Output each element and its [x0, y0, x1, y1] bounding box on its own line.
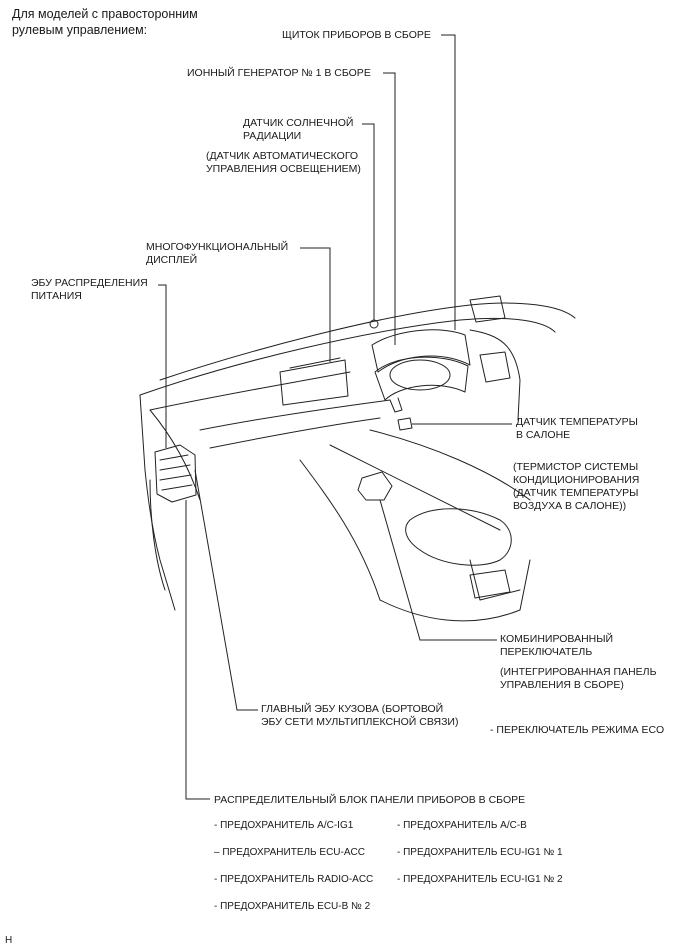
room-temp-label-line-2: В САЛОНЕ: [516, 429, 571, 441]
seat-line: [369, 429, 531, 501]
cluster-gauge: [389, 359, 451, 391]
cluster-mount: [389, 397, 403, 413]
junction-block-label: РАСПРЕДЕЛИТЕЛЬНЫЙ БЛОК ПАНЕЛИ ПРИБОРОВ В…: [214, 794, 526, 806]
corner-mark: H: [5, 935, 13, 946]
model-note: Для моделей с правосторонним рулевым упр…: [12, 6, 198, 38]
fuse-item: - ПРЕДОХРАНИТЕЛЬ A/C-B: [397, 820, 527, 831]
solar-sensor-label-line-1: ДАТЧИК СОЛНЕЧНОЙ: [243, 117, 354, 129]
junction-block-body: [154, 444, 197, 503]
seat-line-2: [149, 479, 166, 591]
eco-switch-label: - ПЕРЕКЛЮЧАТЕЛЬ РЕЖИМА ECO: [490, 724, 665, 736]
dash-lower-panel-2: [209, 417, 381, 449]
dash-top-edge: [159, 302, 576, 381]
console-left: [299, 459, 381, 601]
multi-display-label-line-2: ДИСПЛЕЙ: [146, 254, 198, 266]
room-temp-sensor-label: ДАТЧИК ТЕМПЕРАТУРЫ В САЛОНЕ: [516, 416, 638, 442]
thermistor-label-line-3: (ДАТЧИК ТЕМПЕРАТУРЫ: [513, 487, 639, 499]
console-pocket: [469, 569, 511, 599]
console-lower: [379, 559, 531, 622]
auto-light-label-line-2: УПРАВЛЕНИЯ ОСВЕЩЕНИЕМ): [206, 163, 361, 175]
fuse-item: - ПРЕДОХРАНИТЕЛЬ ECU-B № 2: [214, 901, 371, 912]
integrated-panel-label-line-2: УПРАВЛЕНИЯ В СБОРЕ): [500, 679, 624, 691]
integrated-panel-label: (ИНТЕГРИРОВАННАЯ ПАНЕЛЬ УПРАВЛЕНИЯ В СБО…: [500, 666, 656, 692]
fuse-item: - ПРЕДОХРАНИТЕЛЬ A/C-IG1: [214, 820, 354, 831]
multi-display-label: МНОГОФУНКЦИОНАЛЬНЫЙ ДИСПЛЕЙ: [146, 241, 288, 267]
integrated-panel-label-line-1: (ИНТЕГРИРОВАННАЯ ПАНЕЛЬ: [500, 666, 657, 678]
dash-lower-panel: [199, 399, 391, 431]
cluster-face: [374, 356, 469, 401]
dash-left-contour: [139, 394, 176, 611]
fuse-item: - ПРЕДОХРАНИТЕЛЬ ECU-IG1 № 1: [397, 847, 563, 858]
leader-combo-switch: [379, 499, 497, 641]
fuse-list-left: - ПРЕДОХРАНИТЕЛЬ A/C-IG1 – ПРЕДОХРАНИТЕЛ…: [214, 819, 373, 927]
console-top: [329, 444, 501, 531]
fuse-item: - ПРЕДОХРАНИТЕЛЬ RADIO-ACC: [214, 874, 374, 885]
thermistor-label: (ТЕРМИСТОР СИСТЕМЫ КОНДИЦИОНИРОВАНИЯ (ДА…: [513, 461, 639, 513]
fuse-item: – ПРЕДОХРАНИТЕЛЬ ECU-ACC: [214, 847, 365, 858]
fuse-item: - ПРЕДОХРАНИТЕЛЬ ECU-IG1 № 2: [397, 874, 563, 885]
main-body-ecu-label-line-2: ЭБУ СЕТИ МУЛЬТИПЛЕКСНОЙ СВЯЗИ): [261, 716, 459, 728]
room-temp-body: [397, 417, 413, 431]
display-back: [289, 357, 341, 369]
thermistor-label-line-2: КОНДИЦИОНИРОВАНИЯ: [513, 474, 640, 486]
solar-sensor-label-line-2: РАДИАЦИИ: [243, 130, 302, 142]
junction-block-detail: [159, 454, 193, 491]
power-ecu-label: ЭБУ РАСПРЕДЕЛЕНИЯ ПИТАНИЯ: [31, 277, 148, 303]
combo-switch-label-line-1: КОМБИНИРОВАННЫЙ: [500, 633, 614, 645]
display-body: [279, 359, 349, 406]
auto-light-label-line-1: (ДАТЧИК АВТОМАТИЧЕСКОГО: [206, 150, 359, 162]
leader-instrument-cluster: [441, 34, 456, 330]
dash-front-edge: [149, 371, 351, 411]
dash-right-vent: [479, 351, 511, 383]
auto-light-sensor-label: (ДАТЧИК АВТОМАТИЧЕСКОГО УПРАВЛЕНИЯ ОСВЕЩ…: [206, 150, 361, 176]
leader-ion-generator: [383, 72, 396, 345]
main-body-ecu-label-line-1: ГЛАВНЫЙ ЭБУ КУЗОВА (БОРТОВОЙ: [261, 703, 444, 715]
leader-power-ecu: [158, 284, 167, 448]
ion-generator-label: ИОННЫЙ ГЕНЕРАТОР № 1 В СБОРЕ: [187, 67, 371, 79]
dash-right-vent-2: [469, 295, 506, 323]
multi-display-label-line-1: МНОГОФУНКЦИОНАЛЬНЫЙ: [146, 241, 289, 253]
dash-right-end: [469, 329, 521, 421]
model-note-line-1: Для моделей с правосторонним: [12, 7, 198, 21]
leader-main-body-ecu: [194, 469, 258, 711]
instrument-cluster-label: ЩИТОК ПРИБОРОВ В СБОРЕ: [282, 29, 431, 41]
dash-left-side: [149, 409, 201, 501]
thermistor-label-line-4: ВОЗДУХА В САЛОНЕ)): [513, 500, 627, 512]
power-ecu-label-line-1: ЭБУ РАСПРЕДЕЛЕНИЯ: [31, 277, 148, 289]
combo-switch-label-line-2: ПЕРЕКЛЮЧАТЕЛЬ: [500, 646, 593, 658]
thermistor-label-line-1: (ТЕРМИСТОР СИСТЕМЫ: [513, 461, 639, 473]
leader-junction-block: [185, 500, 210, 800]
fuse-list-right: - ПРЕДОХРАНИТЕЛЬ A/C-B - ПРЕДОХРАНИТЕЛЬ …: [397, 819, 563, 900]
model-note-line-2: рулевым управлением:: [12, 23, 148, 37]
power-ecu-label-line-2: ПИТАНИЯ: [31, 290, 82, 302]
main-body-ecu-label: ГЛАВНЫЙ ЭБУ КУЗОВА (БОРТОВОЙ ЭБУ СЕТИ МУ…: [261, 703, 458, 729]
cluster-hood: [371, 329, 471, 373]
leader-mfd: [300, 247, 331, 362]
room-temp-label-line-1: ДАТЧИК ТЕМПЕРАТУРЫ: [516, 416, 638, 428]
console-side: [469, 559, 521, 601]
dash-upper-contour: [139, 317, 556, 396]
combo-switch-label: КОМБИНИРОВАННЫЙ ПЕРЕКЛЮЧАТЕЛЬ: [500, 633, 613, 659]
solar-sensor-label: ДАТЧИК СОЛНЕЧНОЙ РАДИАЦИИ: [243, 117, 353, 143]
leader-solar-sensor: [362, 123, 375, 320]
combo-switch-body: [357, 471, 393, 501]
console-armrest: [405, 508, 512, 566]
